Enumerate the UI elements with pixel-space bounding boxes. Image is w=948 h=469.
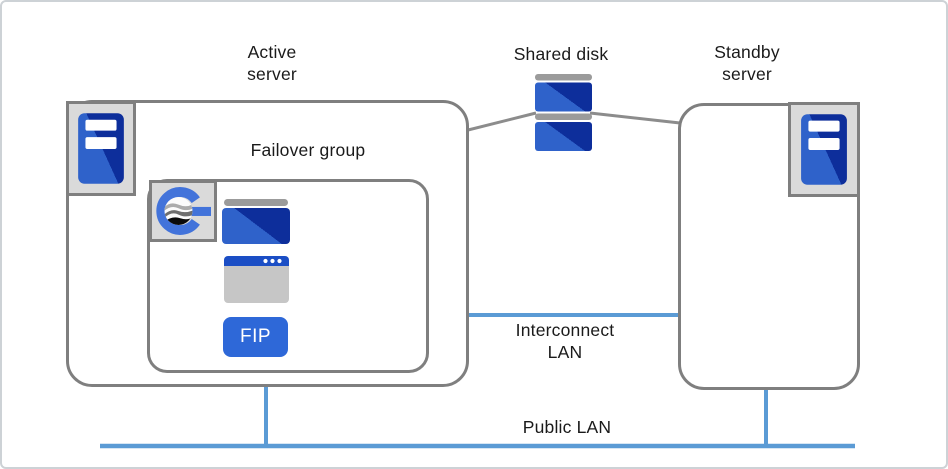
disk-to-active-link bbox=[467, 111, 537, 132]
shared-disk-partition-icon bbox=[222, 199, 290, 244]
shared-disk-label: Shared disk bbox=[513, 44, 609, 64]
public-lan-label: Public LAN bbox=[522, 417, 612, 437]
interconnect-lan-label: Interconnect LAN bbox=[515, 320, 615, 362]
expresscluster-g-logo-icon bbox=[149, 180, 217, 242]
failover-group-label: Failover group bbox=[250, 140, 366, 160]
shared-disk-icon bbox=[535, 74, 592, 152]
application-window-icon bbox=[224, 256, 289, 303]
standby-server-icon bbox=[788, 102, 860, 197]
active-server-icon bbox=[66, 101, 136, 196]
floating-ip-badge: FIP bbox=[223, 317, 288, 357]
standby-server-label: Standby server bbox=[714, 42, 780, 84]
disk-to-standby-link bbox=[589, 111, 681, 125]
fip-badge-text: FIP bbox=[239, 326, 272, 347]
active-server-label: Active server bbox=[247, 42, 297, 84]
